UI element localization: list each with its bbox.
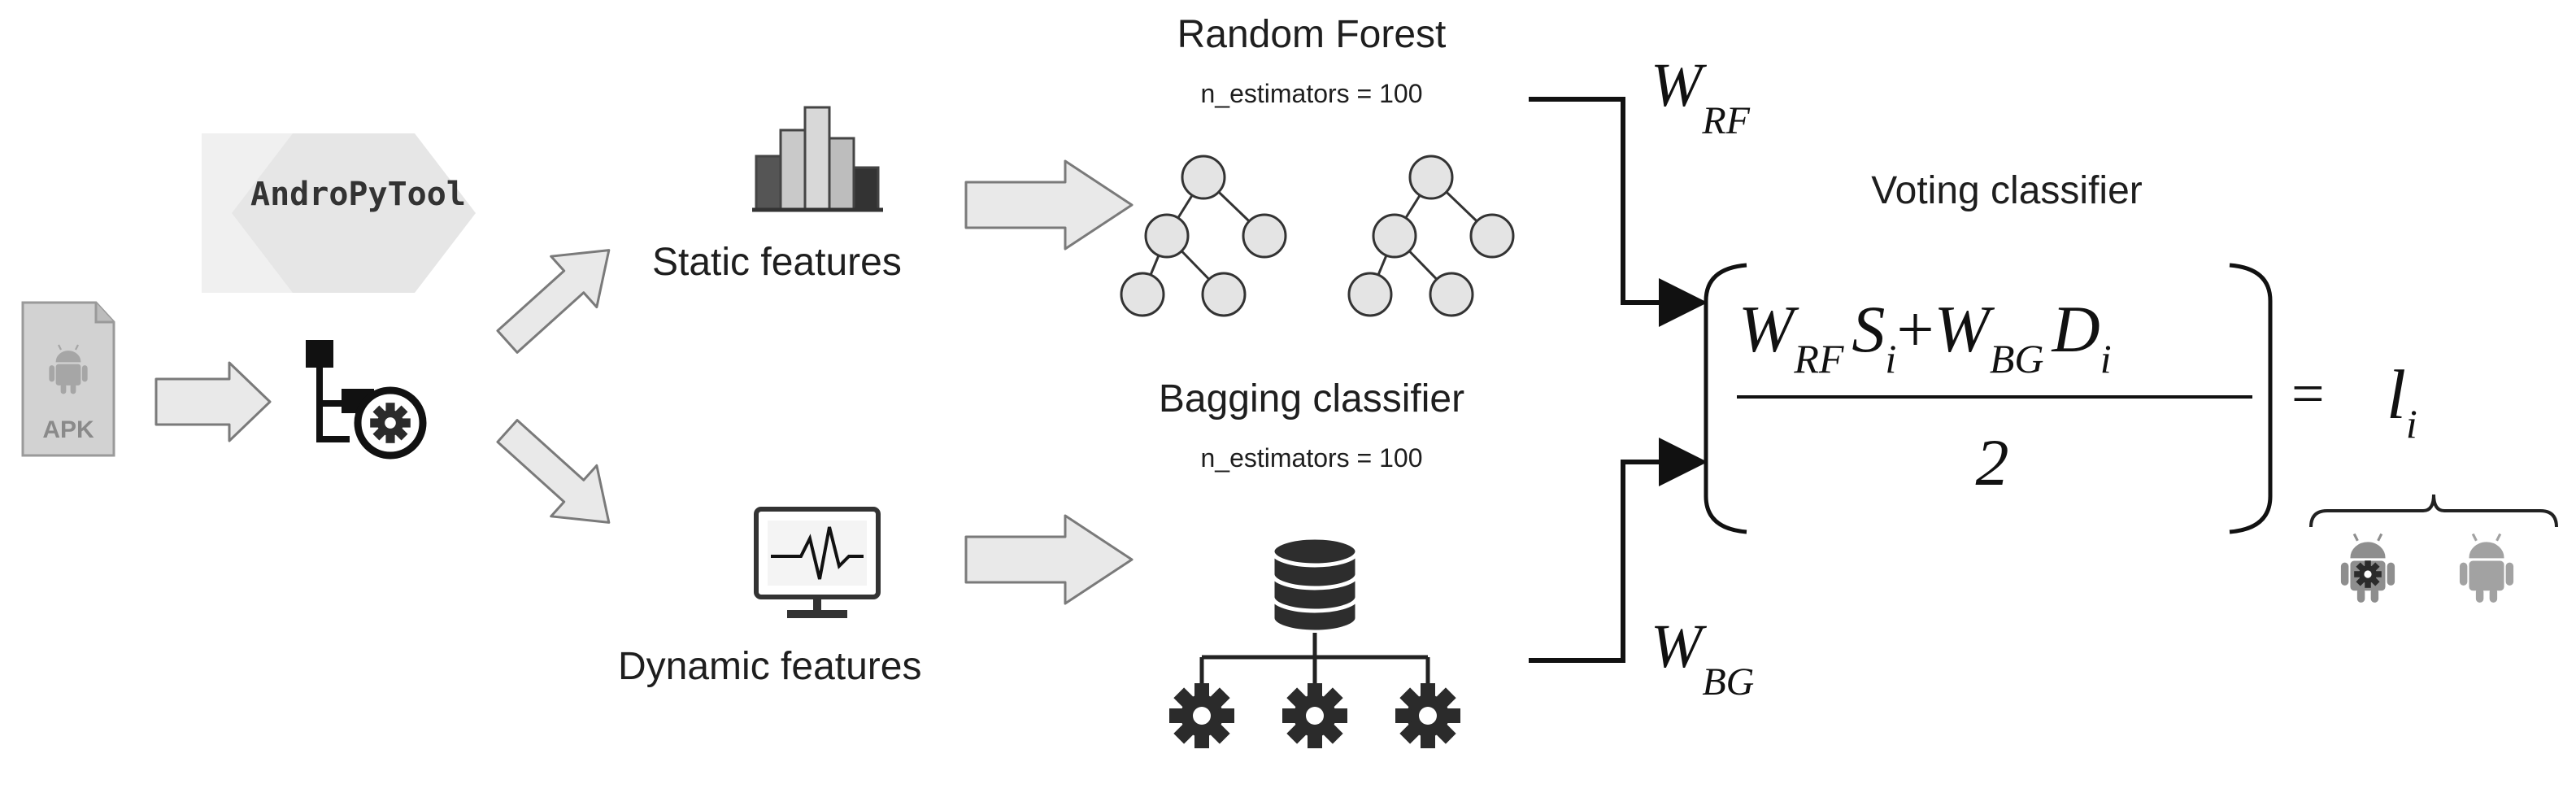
apk-to-tool-arrow	[154, 361, 272, 442]
static-features-label: Static features	[652, 241, 902, 284]
ensemble-connector	[1199, 633, 1430, 685]
monitor-icon	[754, 507, 881, 618]
random-forest-param: n_estimators = 100	[1200, 79, 1422, 108]
random-forest-title: Random Forest	[1177, 13, 1447, 56]
to-static-arrow	[496, 249, 611, 354]
voting-classifier-title: Voting classifier	[1871, 169, 2143, 212]
right-paren	[2229, 263, 2273, 534]
bagging-classifier-title: Bagging classifier	[1159, 377, 1464, 420]
formula-denominator: 2	[1976, 425, 2009, 499]
apk-file-icon: APK	[21, 301, 115, 457]
database-icon	[1270, 535, 1360, 634]
benign-android-icon	[2458, 532, 2515, 603]
weight-rf: WRF	[1651, 51, 1751, 142]
andropytool-logo: AndroPyTool	[202, 133, 476, 293]
bar-chart-icon	[752, 106, 883, 212]
equals-sign: =	[2291, 361, 2325, 426]
flow-arrows	[154, 159, 1134, 605]
bagging-classifier-param: n_estimators = 100	[1200, 443, 1422, 473]
gear-icon	[1169, 683, 1234, 748]
pipeline-gear-icon	[306, 340, 427, 460]
static-to-rf-arrow	[964, 159, 1134, 251]
left-paren	[1704, 263, 1747, 534]
dynamic-features-label: Dynamic features	[618, 645, 921, 688]
gear-icon	[1395, 683, 1460, 748]
bg-weight-line	[1529, 438, 1708, 663]
label-output: li	[2387, 355, 2417, 447]
apk-label: APK	[42, 416, 94, 443]
dynamic-to-bg-arrow	[964, 514, 1134, 605]
decision-tree-2	[1347, 155, 1515, 317]
gear-icon	[1282, 683, 1347, 748]
to-dynamic-arrow	[496, 419, 611, 524]
weight-bg: WBG	[1651, 612, 1754, 704]
andropytool-label: AndroPyTool	[250, 176, 466, 213]
output-brace	[2309, 494, 2558, 528]
malware-android-icon	[2339, 532, 2396, 603]
rf-weight-line	[1529, 97, 1708, 327]
decision-tree-1	[1120, 155, 1287, 317]
